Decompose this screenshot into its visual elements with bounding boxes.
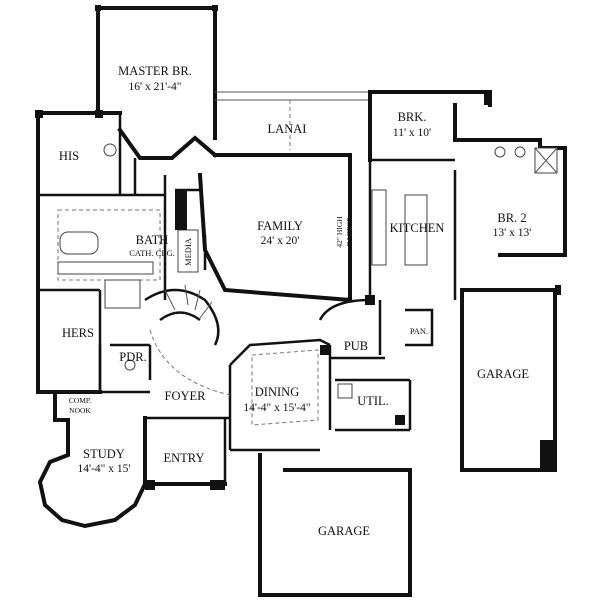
kitchen-island — [404, 194, 428, 266]
stair — [144, 288, 220, 346]
family-name: FAMILY — [257, 219, 303, 233]
his-name: HIS — [59, 149, 79, 163]
ceiling-lines — [57, 100, 319, 426]
garage-bottom-name: GARAGE — [318, 524, 370, 538]
util-name: UTIL. — [357, 394, 389, 408]
lanai-name: LANAI — [268, 122, 307, 136]
bath-note: CATH. CLG. — [129, 248, 175, 258]
pub-name: PUB — [344, 339, 368, 353]
study-name: STUDY — [83, 447, 125, 461]
comp-nook-line2: NOOK — [69, 406, 91, 415]
toilet-br2 — [494, 146, 506, 158]
kitchen-name: KITCHEN — [390, 221, 445, 235]
bartop-line2: BARTOP — [345, 217, 354, 246]
br2-size: 13' x 13' — [493, 227, 532, 239]
wall-blocks — [35, 5, 561, 490]
master-br-name: MASTER BR. — [118, 64, 192, 78]
bath-name: BATH — [136, 233, 169, 247]
sink-br2 — [514, 146, 526, 158]
interior-walls — [38, 113, 457, 484]
room-labels: MASTER BR. 16' x 21'-4" LANAI BRK. 11' x… — [59, 64, 531, 538]
garage-right-name: GARAGE — [477, 367, 529, 381]
study-size: 14'-4" x 15' — [78, 463, 131, 475]
dining-size: 14'-4" x 15'-4" — [243, 402, 310, 414]
brk-size: 11' x 10' — [393, 127, 431, 139]
brk-name: BRK. — [398, 110, 427, 124]
comp-nook-line1: COMP. — [69, 396, 91, 405]
fixtures — [57, 143, 558, 399]
washer — [337, 383, 353, 399]
br2-name: BR. 2 — [497, 211, 526, 225]
toilet-master — [103, 143, 117, 157]
tub — [59, 231, 99, 255]
entry-name: ENTRY — [164, 451, 205, 465]
media-name: MEDIA — [183, 237, 193, 266]
foyer-name: FOYER — [165, 389, 207, 403]
pdr-name: PDR. — [119, 350, 146, 364]
pan-name: PAN. — [410, 326, 428, 336]
hers-name: HERS — [62, 326, 94, 340]
shower — [104, 279, 141, 309]
master-br-size: 16' x 21'-4" — [129, 81, 182, 93]
bartop-label: 42" HIGH BARTOP — [335, 216, 354, 248]
bartop-line1: 42" HIGH — [335, 216, 344, 248]
vanity-master — [57, 261, 154, 275]
family-size: 24' x 20' — [261, 235, 300, 247]
kitchen-counter — [371, 189, 387, 266]
dining-name: DINING — [255, 385, 299, 399]
toilet-pdr — [124, 359, 136, 371]
